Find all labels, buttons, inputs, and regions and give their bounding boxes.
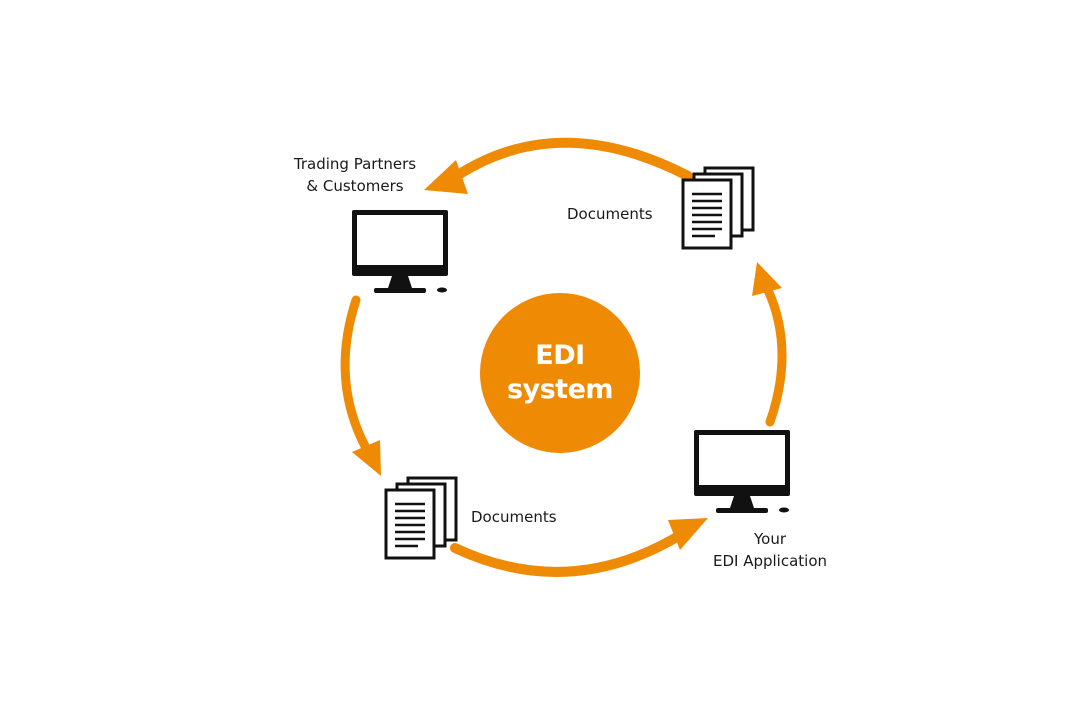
documents-bottom-label: Documents (471, 506, 557, 528)
trading-partners-label: Trading Partners & Customers (270, 153, 440, 197)
edi-application-line-1: Your (753, 530, 787, 548)
documents-icon (681, 166, 755, 250)
arrow-to-documents-bottom (340, 295, 381, 476)
arrow-to-partners (424, 137, 693, 194)
documents-top-label: Documents (567, 203, 653, 225)
documents-top-text: Documents (567, 205, 653, 223)
documents-bottom-text: Documents (471, 508, 557, 526)
arrow-to-application (450, 518, 708, 577)
trading-partners-line-1: Trading Partners (293, 155, 417, 173)
edi-application-label: Your EDI Application (695, 528, 845, 572)
trading-partners-line-2: & Customers (306, 177, 404, 195)
center-line-1: EDI (535, 340, 585, 371)
edi-system-label: EDI system (480, 293, 640, 453)
arrow-to-documents-top (752, 262, 787, 427)
edi-system-circle (480, 293, 640, 453)
monitor-icon (352, 210, 448, 293)
center-line-2: system (506, 374, 614, 405)
documents-icon (384, 476, 458, 560)
edi-application-line-2: EDI Application (712, 552, 828, 570)
monitor-icon (694, 430, 790, 513)
